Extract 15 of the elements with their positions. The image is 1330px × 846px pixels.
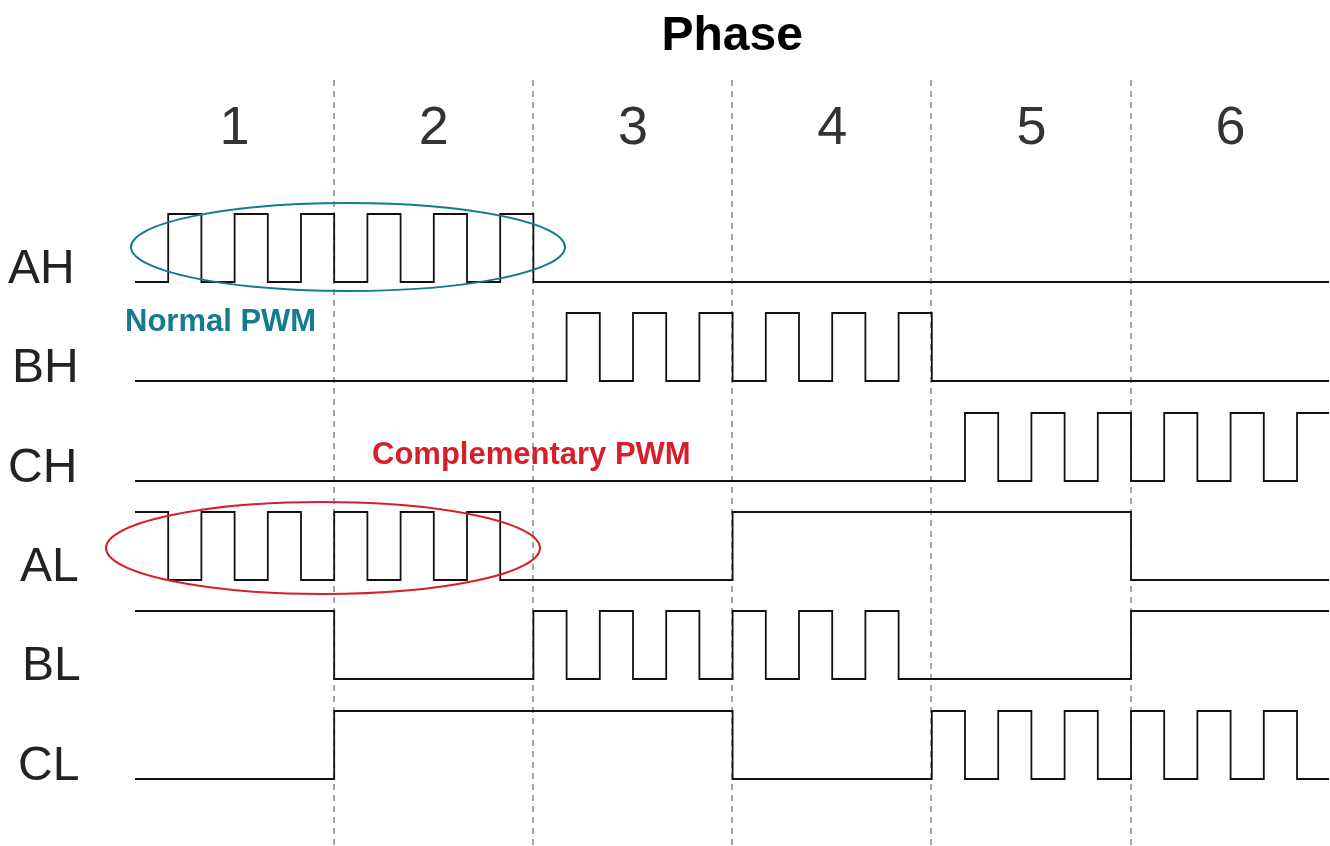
phase-number: 3 bbox=[618, 98, 649, 152]
phase-number: 4 bbox=[817, 98, 848, 152]
signal-label: CH bbox=[8, 442, 78, 490]
signal-label: BL bbox=[22, 640, 81, 688]
phase-title: Phase bbox=[661, 10, 803, 58]
signal-label: AL bbox=[20, 541, 79, 589]
signal-label: BH bbox=[12, 342, 79, 390]
phase-number: 1 bbox=[219, 98, 250, 152]
phase-number: 2 bbox=[418, 98, 449, 152]
signal-label: AH bbox=[8, 243, 75, 291]
signal-label: CL bbox=[18, 740, 80, 788]
phase-number: 6 bbox=[1215, 98, 1246, 152]
annotation-label: Complementary PWM bbox=[372, 438, 691, 469]
phase-number: 5 bbox=[1016, 98, 1047, 152]
annotation-label: Normal PWM bbox=[125, 305, 317, 336]
